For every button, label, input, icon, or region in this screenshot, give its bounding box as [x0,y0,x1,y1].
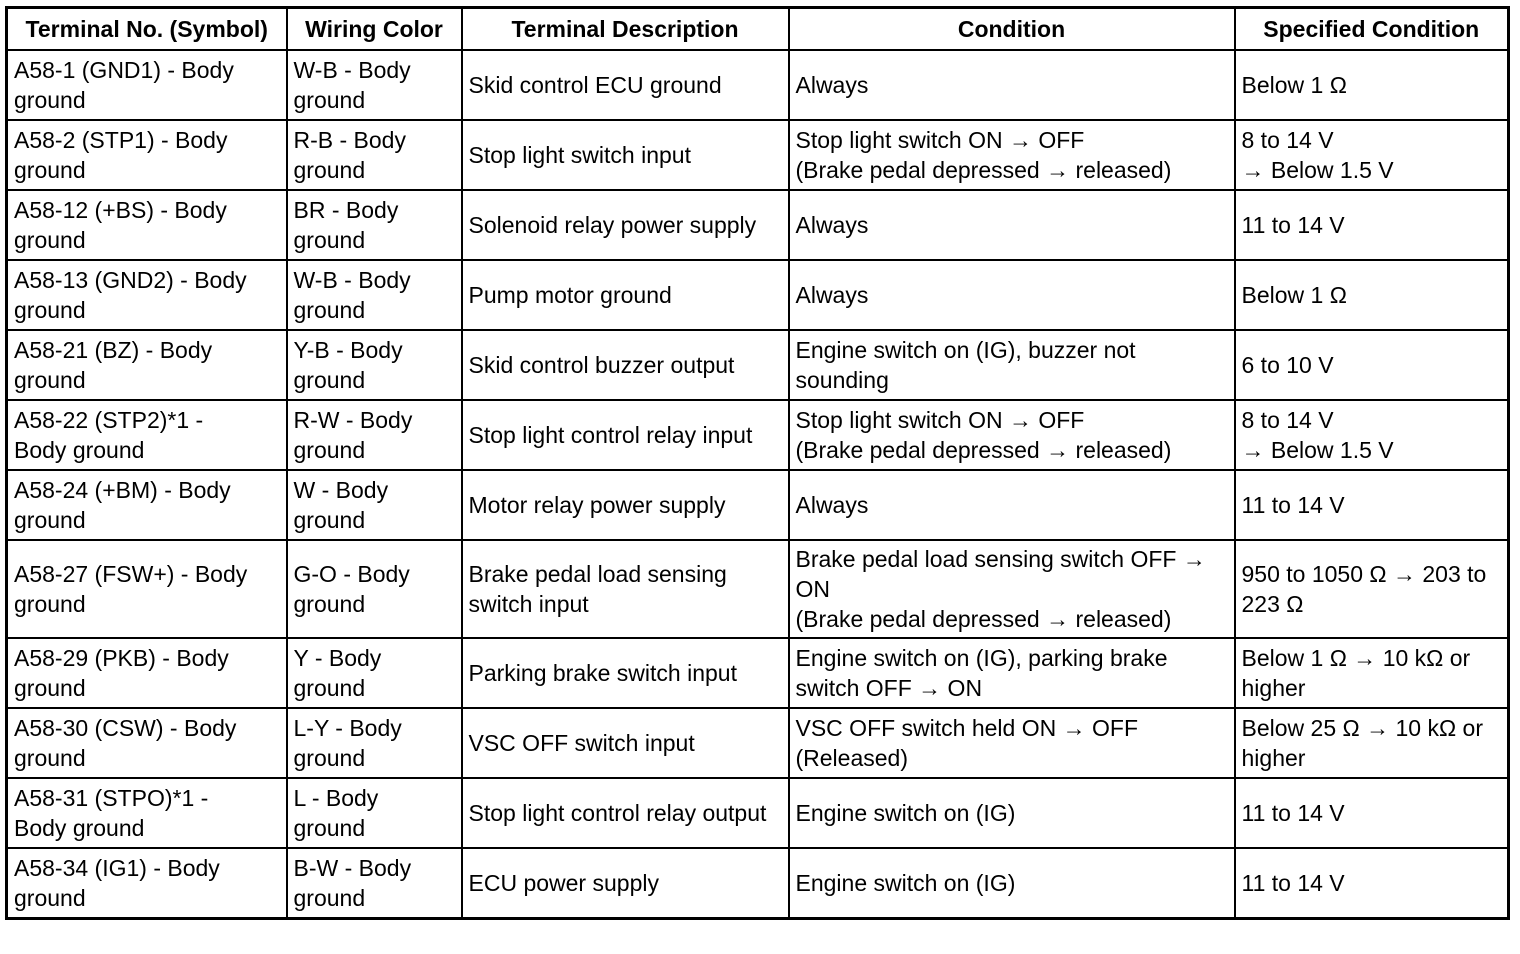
header-terminal-description: Terminal Description [460,6,790,51]
cell-description: Brake pedal load sensing switch input [460,539,790,639]
cell-condition: Brake pedal load sensing switch OFF → ON… [787,539,1236,639]
cell-terminal: A58-12 (+BS) - Body ground [5,189,288,261]
table-row: A58-21 (BZ) - Body ground Y-B - Body gro… [5,329,1510,401]
cell-condition: Stop light switch ON → OFF (Brake pedal … [787,119,1236,191]
table-row: A58-30 (CSW) - Body ground L-Y - Body gr… [5,707,1510,779]
table-row: A58-34 (IG1) - Body ground B-W - Body gr… [5,847,1510,920]
table-row: A58-24 (+BM) - Body ground W - Body grou… [5,469,1510,541]
cell-description: Stop light control relay input [460,399,790,471]
header-condition: Condition [787,6,1236,51]
cell-specified-condition: 11 to 14 V [1233,777,1510,849]
cell-wiring-color: R-W - Body ground [285,399,463,471]
cell-terminal: A58-29 (PKB) - Body ground [5,637,288,709]
header-specified-condition: Specified Condition [1233,6,1510,51]
cell-terminal: A58-30 (CSW) - Body ground [5,707,288,779]
cell-specified-condition: 11 to 14 V [1233,189,1510,261]
cell-description: ECU power supply [460,847,790,920]
cell-specified-condition: Below 25 Ω → 10 kΩ or higher [1233,707,1510,779]
cell-condition: Engine switch on (IG), buzzer not soundi… [787,329,1236,401]
table-row: A58-1 (GND1) - Body ground W-B - Body gr… [5,49,1510,121]
cell-wiring-color: Y - Body ground [285,637,463,709]
table-row: A58-12 (+BS) - Body ground BR - Body gro… [5,189,1510,261]
table-row: A58-13 (GND2) - Body ground W-B - Body g… [5,259,1510,331]
table-row: A58-27 (FSW+) - Body ground G-O - Body g… [5,539,1510,639]
cell-terminal: A58-24 (+BM) - Body ground [5,469,288,541]
cell-specified-condition: 11 to 14 V [1233,847,1510,920]
cell-specified-condition: 11 to 14 V [1233,469,1510,541]
cell-description: Parking brake switch input [460,637,790,709]
cell-condition: Engine switch on (IG) [787,847,1236,920]
cell-description: Skid control buzzer output [460,329,790,401]
cell-specified-condition: 6 to 10 V [1233,329,1510,401]
cell-condition: Engine switch on (IG) [787,777,1236,849]
cell-wiring-color: BR - Body ground [285,189,463,261]
cell-terminal: A58-13 (GND2) - Body ground [5,259,288,331]
table-row: A58-31 (STPO)*1 - Body ground L - Body g… [5,777,1510,849]
cell-description: Stop light control relay output [460,777,790,849]
cell-terminal: A58-34 (IG1) - Body ground [5,847,288,920]
cell-condition: Always [787,469,1236,541]
cell-description: Skid control ECU ground [460,49,790,121]
cell-wiring-color: B-W - Body ground [285,847,463,920]
cell-condition: Always [787,259,1236,331]
cell-terminal: A58-22 (STP2)*1 - Body ground [5,399,288,471]
cell-wiring-color: R-B - Body ground [285,119,463,191]
cell-terminal: A58-21 (BZ) - Body ground [5,329,288,401]
cell-wiring-color: L - Body ground [285,777,463,849]
cell-wiring-color: G-O - Body ground [285,539,463,639]
terminal-inspection-table: Terminal No. (Symbol) Wiring Color Termi… [5,6,1510,920]
cell-specified-condition: Below 1 Ω → 10 kΩ or higher [1233,637,1510,709]
cell-condition: VSC OFF switch held ON → OFF (Released) [787,707,1236,779]
cell-terminal: A58-2 (STP1) - Body ground [5,119,288,191]
cell-condition: Stop light switch ON → OFF (Brake pedal … [787,399,1236,471]
cell-description: Solenoid relay power supply [460,189,790,261]
table-header-row: Terminal No. (Symbol) Wiring Color Termi… [5,6,1510,51]
cell-wiring-color: Y-B - Body ground [285,329,463,401]
cell-specified-condition: Below 1 Ω [1233,259,1510,331]
cell-terminal: A58-1 (GND1) - Body ground [5,49,288,121]
table-row: A58-29 (PKB) - Body ground Y - Body grou… [5,637,1510,709]
cell-wiring-color: W-B - Body ground [285,49,463,121]
table-row: A58-22 (STP2)*1 - Body ground R-W - Body… [5,399,1510,471]
cell-specified-condition: Below 1 Ω [1233,49,1510,121]
cell-description: Stop light switch input [460,119,790,191]
cell-wiring-color: L-Y - Body ground [285,707,463,779]
cell-wiring-color: W - Body ground [285,469,463,541]
cell-terminal: A58-31 (STPO)*1 - Body ground [5,777,288,849]
header-wiring-color: Wiring Color [285,6,463,51]
cell-description: VSC OFF switch input [460,707,790,779]
cell-condition: Always [787,189,1236,261]
cell-terminal: A58-27 (FSW+) - Body ground [5,539,288,639]
table-row: A58-2 (STP1) - Body ground R-B - Body gr… [5,119,1510,191]
cell-specified-condition: 950 to 1050 Ω → 203 to 223 Ω [1233,539,1510,639]
cell-specified-condition: 8 to 14 V → Below 1.5 V [1233,119,1510,191]
cell-wiring-color: W-B - Body ground [285,259,463,331]
cell-description: Pump motor ground [460,259,790,331]
header-terminal-no: Terminal No. (Symbol) [5,6,288,51]
cell-condition: Engine switch on (IG), parking brake swi… [787,637,1236,709]
cell-condition: Always [787,49,1236,121]
cell-specified-condition: 8 to 14 V → Below 1.5 V [1233,399,1510,471]
cell-description: Motor relay power supply [460,469,790,541]
